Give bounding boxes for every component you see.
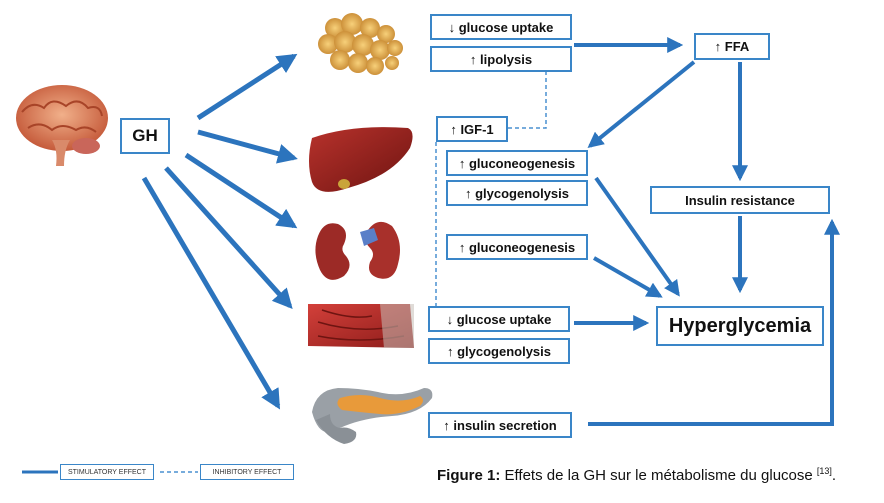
- gh-node: GH: [120, 118, 170, 154]
- arrow-gh-to-kidney: [184, 152, 298, 229]
- kidney-icon: [315, 221, 400, 280]
- arrow-liver-to-hyperglycemia: [594, 176, 680, 297]
- dashed-igf1-to-lipolysis: [508, 72, 547, 129]
- muscle-glucose-uptake-box: ↓ glucose uptake: [428, 306, 570, 332]
- caption-end: .: [831, 467, 837, 484]
- arrow-ffa-to-liver: [587, 60, 696, 149]
- brain-icon: [16, 85, 108, 166]
- insulin-secretion-box: ↑ insulin secretion: [428, 412, 572, 438]
- caption-text: Effets de la GH sur le métabolisme du gl…: [500, 467, 817, 484]
- arrow-kidney-to-hyperglycemia: [593, 256, 663, 298]
- arrow-gh-to-pancreas: [141, 176, 281, 410]
- liver-icon: [309, 127, 413, 192]
- muscle-icon: [308, 304, 414, 348]
- adipose-lipolysis-box: ↑ lipolysis: [430, 46, 572, 72]
- liver-gluconeogenesis-box: ↑ gluconeogenesis: [446, 150, 588, 176]
- ffa-box: ↑ FFA: [694, 33, 770, 60]
- adipose-glucose-uptake-box: ↓ glucose uptake: [430, 14, 572, 40]
- hyperglycemia-box: Hyperglycemia: [656, 306, 824, 346]
- legend-inhibitory-label: Inhibitory effect: [200, 464, 294, 480]
- legend-stimulatory-label: Stimulatory effect: [60, 464, 154, 480]
- liver-glycogenolysis-box: ↑ glycogenolysis: [446, 180, 588, 206]
- arrow-gh-to-liver: [197, 129, 298, 164]
- adipose-tissue-icon: [318, 13, 403, 75]
- arrow-gh-to-adipose: [196, 53, 298, 121]
- muscle-glycogenolysis-box: ↑ glycogenolysis: [428, 338, 570, 364]
- pancreas-icon: [312, 388, 433, 444]
- arrow-gh-to-muscle: [164, 166, 293, 309]
- caption-reference: [13]: [816, 466, 832, 476]
- insulin-resistance-box: Insulin resistance: [650, 186, 830, 214]
- igf1-box: ↑ IGF-1: [436, 116, 508, 142]
- caption-label: Figure 1:: [437, 467, 501, 484]
- kidney-gluconeogenesis-box: ↑ gluconeogenesis: [446, 234, 588, 260]
- arrow-insulin-secretion-to-insulin-resistance: [588, 218, 840, 426]
- figure-caption: Figure 1: Effets de la GH sur le métabol…: [437, 466, 836, 484]
